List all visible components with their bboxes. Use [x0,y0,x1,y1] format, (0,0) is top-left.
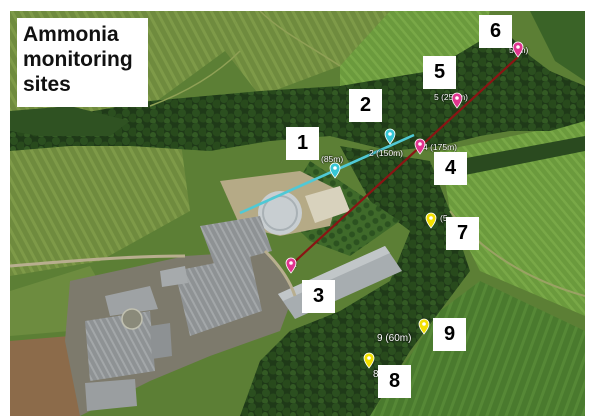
site-4-distance-label: 4 (175m) [423,142,458,152]
map-title: Ammonia monitoring sites [17,18,148,107]
title-line-1: Ammonia [23,23,119,46]
site-5-distance-label: 5 (250m) [434,92,469,102]
title-line-3: sites [23,73,71,96]
site-3-distance-label: 2 [292,259,297,269]
site-3-label: 3 [302,280,335,313]
transect-line-north [289,56,519,267]
site-9-distance-label: 9 (60m) [377,333,412,344]
title-line-2: monitoring [23,48,133,71]
transect-line-east [239,133,415,215]
site-8-label: 8 [378,365,411,398]
site-7-distance-label: (5 [440,213,448,223]
site-8-distance-label: 8 [373,369,379,380]
site-4-label: 4 [434,152,467,185]
site-1-label: 1 [286,127,319,160]
site-1-distance-label: (85m) [321,154,344,164]
site-2-label: 2 [349,89,382,122]
site-9-label: 9 [433,318,466,351]
satellite-image [10,11,585,416]
site-5-label: 5 [423,56,456,89]
site-6-label: 6 [479,15,512,48]
site-7-label: 7 [446,217,479,250]
satellite-map[interactable]: Ammonia monitoring sites 50m) 5 (250m) 2… [10,11,585,416]
site-2-distance-label: 2 (150m) [369,148,404,158]
